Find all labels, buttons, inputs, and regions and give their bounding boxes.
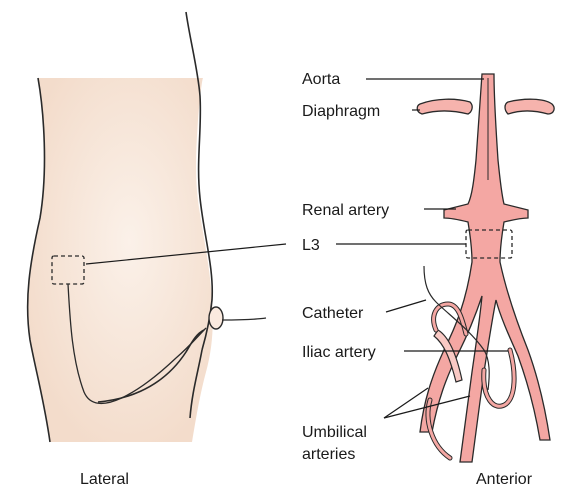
label-anterior-view: Anterior [476, 471, 533, 488]
leader-catheter [386, 300, 426, 312]
label-umbilical-line2: arteries [302, 446, 355, 463]
label-umbilical-line1: Umbilical [302, 424, 367, 441]
label-catheter: Catheter [302, 305, 364, 322]
label-renal-artery: Renal artery [302, 202, 389, 219]
diaphragm-right [505, 99, 554, 114]
label-l3: L3 [302, 237, 320, 254]
diaphragm-left [417, 99, 472, 114]
label-iliac-artery: Iliac artery [302, 344, 376, 361]
catheter-external [222, 318, 266, 320]
leader-umbilical-1 [384, 388, 428, 418]
label-diaphragm: Diaphragm [302, 103, 380, 120]
umbilical-stump [209, 307, 223, 329]
lateral-torso [28, 12, 266, 442]
label-lateral-view: Lateral [80, 471, 129, 488]
label-aorta: Aorta [302, 71, 340, 88]
